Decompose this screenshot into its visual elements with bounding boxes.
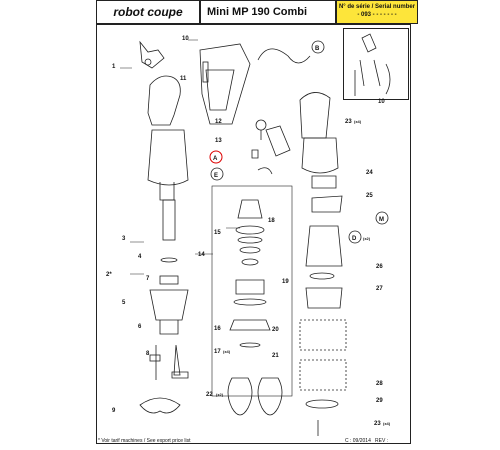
footer-date: C : 09/2014 REV :	[345, 438, 388, 444]
callout-15: 15	[214, 230, 221, 236]
callout-b: B	[315, 46, 320, 52]
callout-25: 25	[366, 193, 373, 199]
callouts: 1 10 B 11 12 13 A E 14 15 16 17 (x4) 18 …	[106, 36, 391, 427]
callout-3: 3	[122, 236, 126, 242]
whisk-left	[227, 377, 253, 416]
shaft-tube	[162, 199, 176, 241]
cable-b	[257, 48, 311, 64]
serial-value: - 093 - - - - - - -	[357, 12, 397, 18]
qty-d: (x2)	[363, 236, 371, 241]
model-text: Mini MP 190 Combi	[207, 6, 308, 18]
part-26	[309, 272, 335, 280]
callout-27: 27	[376, 286, 383, 292]
callout-7: 7	[146, 276, 150, 282]
callout-19: 19	[282, 279, 289, 285]
callout-a: A	[213, 156, 218, 162]
callout-6: 6	[138, 324, 142, 330]
footer-date-text: C : 09/2014	[345, 438, 371, 444]
part-10-handle	[199, 43, 251, 125]
callout-17: 17	[214, 349, 221, 355]
callout-23-bottom: 23	[374, 421, 381, 427]
part-6-housing	[149, 289, 189, 321]
callout-12: 12	[215, 119, 222, 125]
callout-8: 8	[146, 351, 150, 357]
callout-10: 10	[182, 36, 189, 42]
callout-18: 18	[268, 218, 275, 224]
callout-d: D	[352, 236, 357, 242]
callout-14: 14	[198, 252, 205, 258]
part-27	[305, 287, 343, 309]
part-14-bracket	[211, 185, 293, 397]
callout-13: 13	[215, 138, 222, 144]
serial-box: N° de série / Serial number - 093 - - - …	[336, 0, 418, 24]
part-28	[305, 399, 339, 409]
part-24	[311, 175, 337, 189]
part-19-gear	[235, 279, 265, 295]
callout-4: 4	[138, 254, 142, 260]
part-11	[202, 61, 209, 83]
brand-logo: robot coupe	[96, 0, 200, 24]
motor-handle-left	[147, 75, 181, 126]
motor-m	[305, 225, 343, 267]
callout-1: 1	[112, 64, 116, 70]
motor-body-left	[147, 129, 189, 186]
callout-m: M	[379, 217, 384, 223]
callout-9: 9	[112, 408, 116, 414]
qty-23-top: (x4)	[354, 119, 362, 124]
footer-rev-text: REV :	[375, 438, 389, 444]
callout-22: 22	[206, 392, 213, 398]
callout-29: 29	[376, 398, 383, 404]
qty-23-bottom: (x4)	[383, 421, 391, 426]
callout-e: E	[214, 173, 218, 179]
callout-10-right: 10	[378, 99, 385, 105]
serial-label: N° de série / Serial number	[338, 4, 416, 10]
motor-body-right	[301, 137, 339, 174]
model-title: Mini MP 190 Combi	[200, 0, 336, 24]
motor-handle-right	[299, 92, 331, 139]
footer-note: * Voir tarif machines / See export price…	[98, 438, 191, 444]
qty-17: (x4)	[223, 349, 231, 354]
part-18-gear	[237, 199, 263, 219]
brand-text: robot coupe	[113, 5, 183, 19]
callout-2: 2*	[106, 272, 112, 278]
diagram-frame	[96, 24, 411, 444]
whisk-right	[257, 377, 283, 416]
part-25	[311, 195, 343, 213]
qty-22: (x2)	[216, 392, 224, 397]
callout-16: 16	[214, 326, 221, 332]
inset-frame	[343, 28, 409, 100]
callout-26: 26	[376, 264, 383, 270]
part-9-hook	[139, 397, 181, 414]
callout-11: 11	[180, 76, 187, 82]
callout-21: 21	[272, 353, 279, 359]
callout-5: 5	[122, 300, 126, 306]
part-16-plate	[229, 319, 271, 331]
callout-24: 24	[366, 170, 373, 176]
callout-28: 28	[376, 381, 383, 387]
callout-23-top: 23	[345, 119, 352, 125]
part-1-shape	[139, 40, 165, 69]
callout-20: 20	[272, 327, 279, 333]
